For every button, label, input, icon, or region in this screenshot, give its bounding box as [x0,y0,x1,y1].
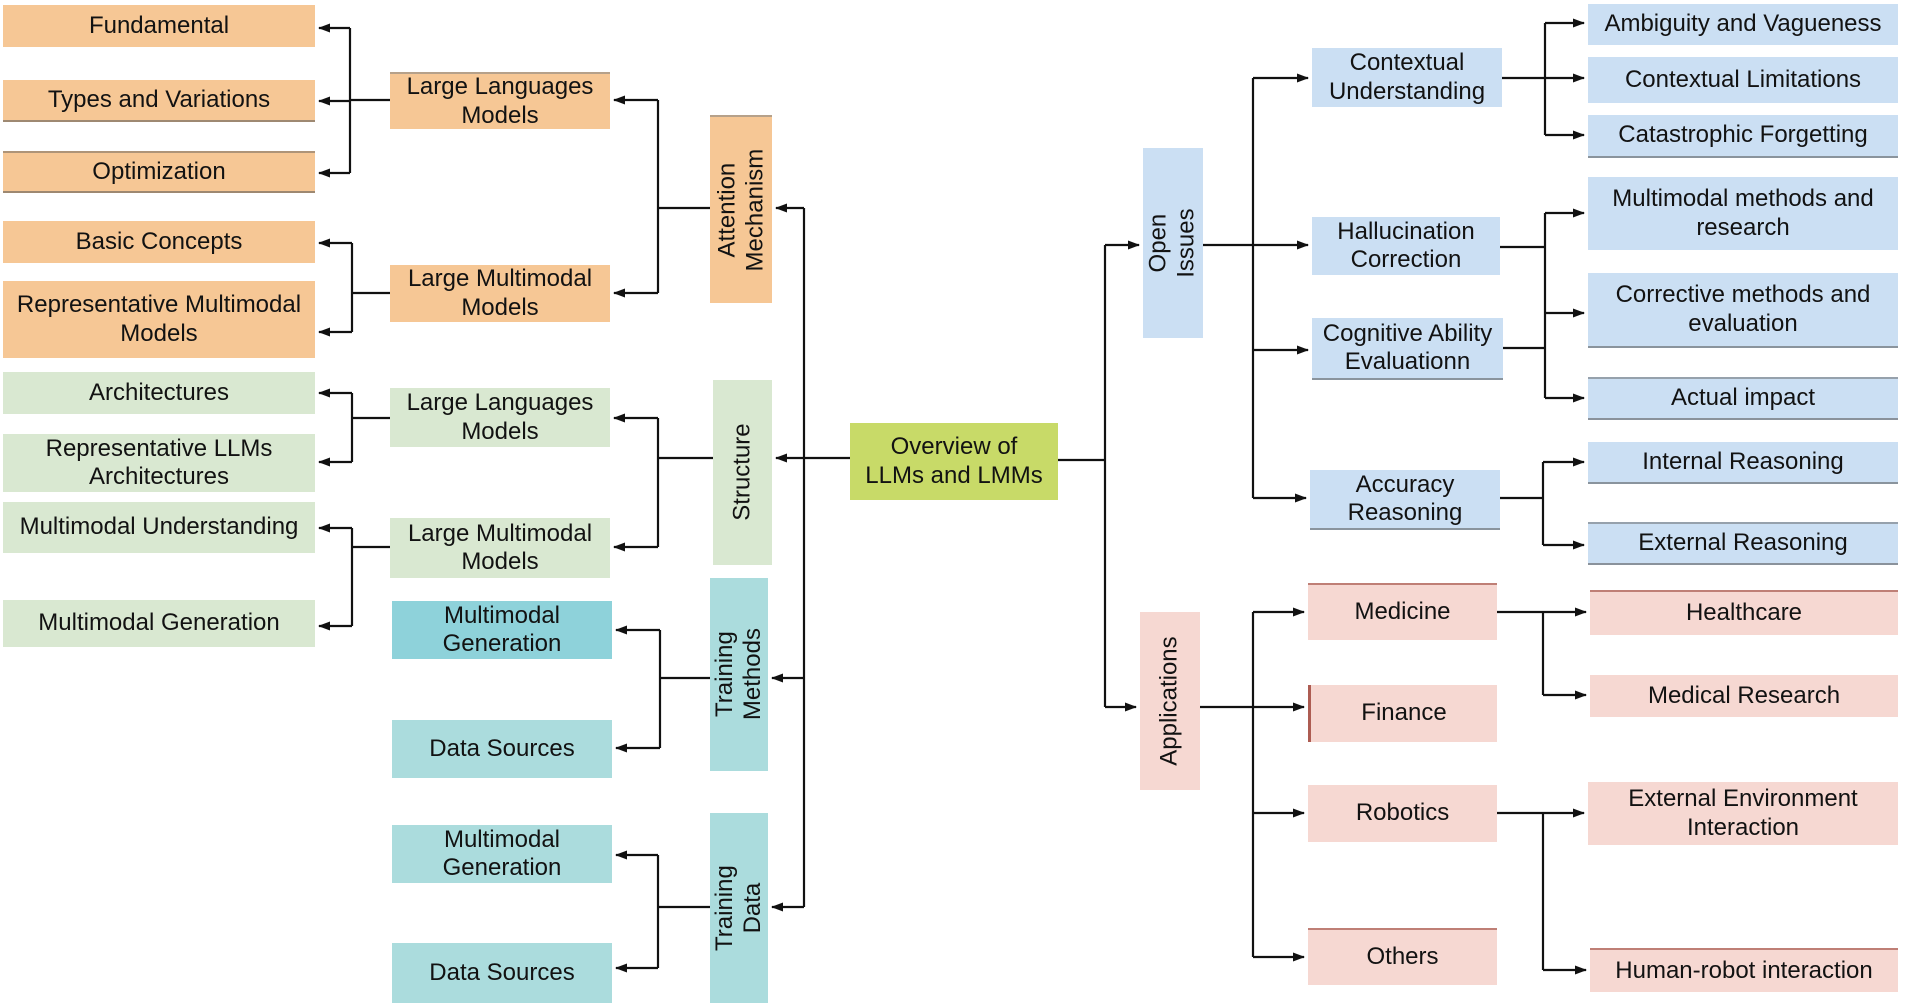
node-others: Others [1308,928,1497,985]
node-representative-llms-architectures: Representative LLMs Architectures [3,434,315,492]
node-healthcare: Healthcare [1590,590,1898,635]
node-large-multimodal-models-structure: Large Multimodal Models [390,518,610,578]
node-basic-concepts: Basic Concepts [3,221,315,263]
node-architectures: Architectures [3,372,315,414]
node-multimodal-generation-training-methods: Multimodal Generation [392,601,612,659]
node-representative-multimodal-models: Representative Multimodal Models [3,281,315,358]
node-large-languages-models-attention: Large Languages Models [390,72,610,129]
node-contextual-understanding: Contextual Understanding [1312,48,1502,107]
training-data-label: Training Data [710,865,767,951]
node-external-reasoning: External Reasoning [1588,522,1898,565]
node-fundamental: Fundamental [3,5,315,47]
node-attention-mechanism: Attention Mechanism [710,115,772,303]
node-applications: Applications [1140,612,1200,790]
node-finance: Finance [1308,685,1497,742]
node-multimodal-generation-structure: Multimodal Generation [3,600,315,647]
node-training-methods: Training Methods [710,578,768,771]
node-human-robot-interaction: Human-robot interaction [1590,948,1898,992]
node-overview-root: Overview of LLMs and LMMs [850,423,1058,500]
node-large-multimodal-models-attention: Large Multimodal Models [390,265,610,322]
node-multimodal-understanding: Multimodal Understanding [3,502,315,553]
open-issues-label: Open Issues [1144,208,1201,278]
node-types-and-variations: Types and Variations [3,80,315,122]
node-data-sources-training-methods: Data Sources [392,720,612,778]
node-data-sources-training-data: Data Sources [392,943,612,1003]
node-actual-impact: Actual impact [1588,377,1898,420]
node-training-data: Training Data [710,813,768,1003]
node-medicine: Medicine [1308,583,1497,640]
node-cognitive-ability-evaluation: Cognitive Ability Evaluationn [1312,318,1503,380]
applications-label: Applications [1155,636,1183,766]
node-open-issues: Open Issues [1143,148,1203,338]
node-robotics: Robotics [1308,785,1497,842]
node-contextual-limitations: Contextual Limitations [1588,57,1898,103]
node-external-environment-interaction: External Environment Interaction [1588,782,1898,845]
node-medical-research: Medical Research [1590,675,1898,717]
node-optimization: Optimization [3,151,315,193]
attention-mechanism-label: Attention Mechanism [712,148,768,272]
node-catastrophic-forgetting: Catastrophic Forgetting [1588,115,1898,158]
node-structure: Structure [713,380,772,565]
structure-label: Structure [728,423,756,522]
node-multimodal-generation-training-data: Multimodal Generation [392,825,612,883]
node-ambiguity-and-vagueness: Ambiguity and Vagueness [1588,4,1898,45]
node-accuracy-reasoning: Accuracy Reasoning [1310,470,1500,530]
node-internal-reasoning: Internal Reasoning [1588,442,1898,484]
node-large-languages-models-structure: Large Languages Models [390,388,610,447]
training-methods-label: Training Methods [710,628,766,721]
node-hallucination-correction: Hallucination Correction [1312,217,1500,275]
node-multimodal-methods-and-research: Multimodal methods and research [1588,177,1898,250]
node-corrective-methods-and-evaluation: Corrective methods and evaluation [1588,273,1898,348]
